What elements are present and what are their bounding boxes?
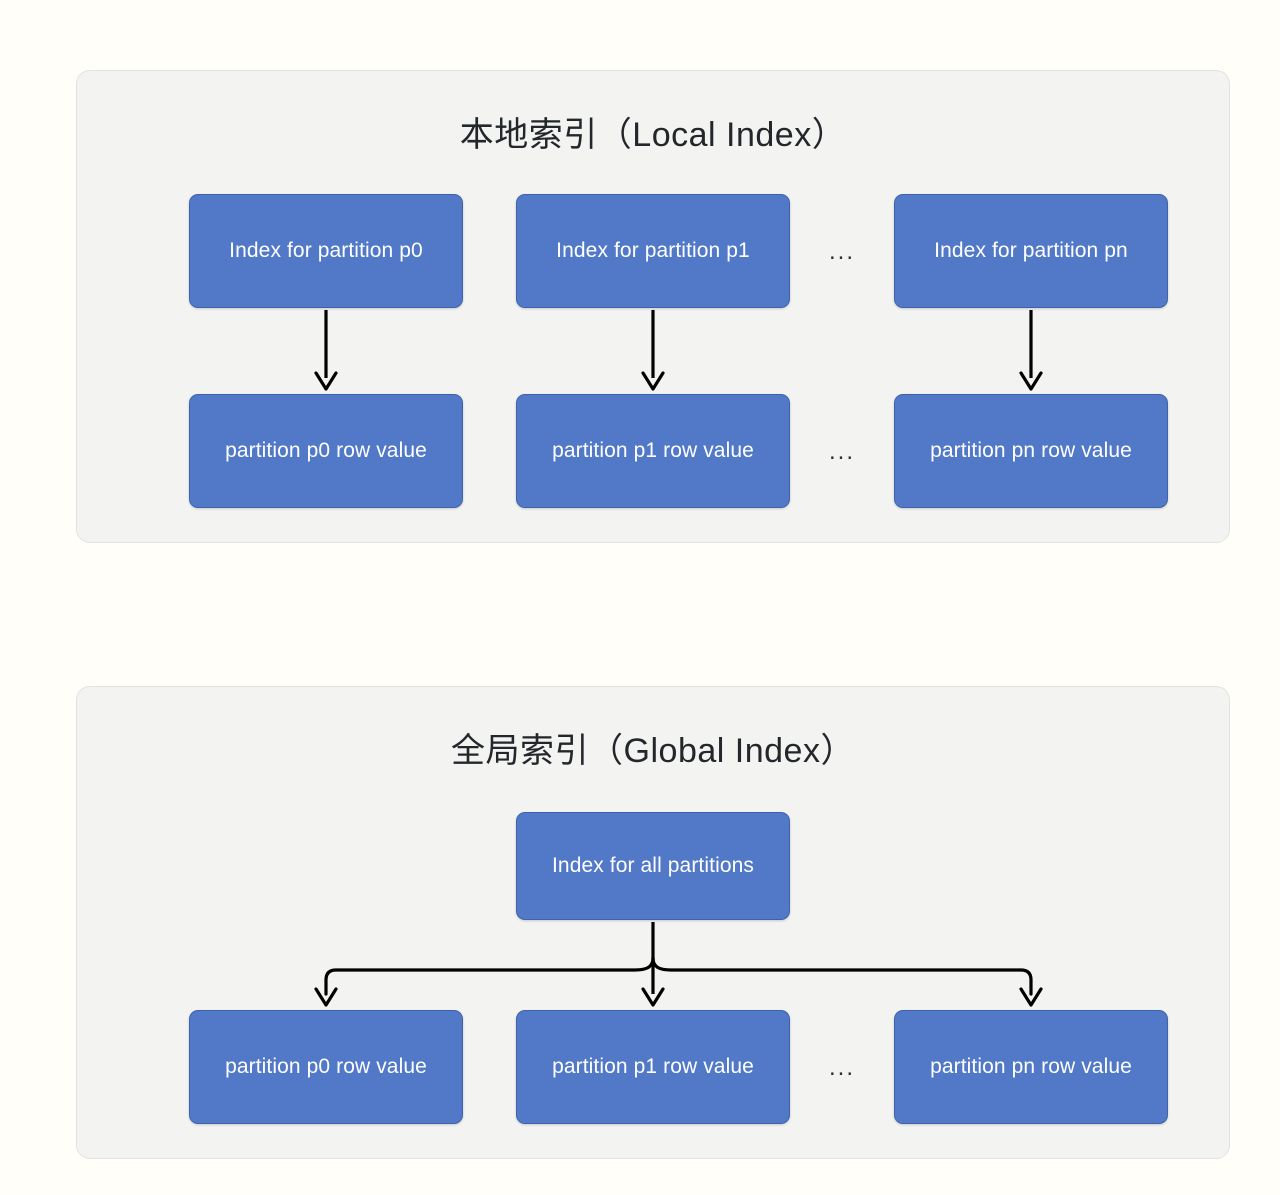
- ellipsis-local-value-row: ...: [828, 438, 855, 465]
- node-local-partition-p1-row-value: partition p1 row value: [516, 394, 790, 508]
- node-global-partition-p0-row-value: partition p0 row value: [189, 1010, 463, 1124]
- node-global-partition-pn-row-value: partition pn row value: [894, 1010, 1168, 1124]
- node-index-for-partition-p1: Index for partition p1: [516, 194, 790, 308]
- node-index-for-partition-pn: Index for partition pn: [894, 194, 1168, 308]
- global-index-title: 全局索引（Global Index）: [451, 732, 855, 770]
- node-index-for-partition-p0: Index for partition p0: [189, 194, 463, 308]
- node-index-for-all-partitions: Index for all partitions: [516, 812, 790, 920]
- ellipsis-global-value-row: ...: [828, 1054, 855, 1081]
- node-local-partition-p0-row-value: partition p0 row value: [189, 394, 463, 508]
- node-local-partition-pn-row-value: partition pn row value: [894, 394, 1168, 508]
- node-global-partition-p1-row-value: partition p1 row value: [516, 1010, 790, 1124]
- ellipsis-local-index-row: ...: [828, 238, 855, 265]
- local-index-title: 本地索引（Local Index）: [459, 116, 847, 154]
